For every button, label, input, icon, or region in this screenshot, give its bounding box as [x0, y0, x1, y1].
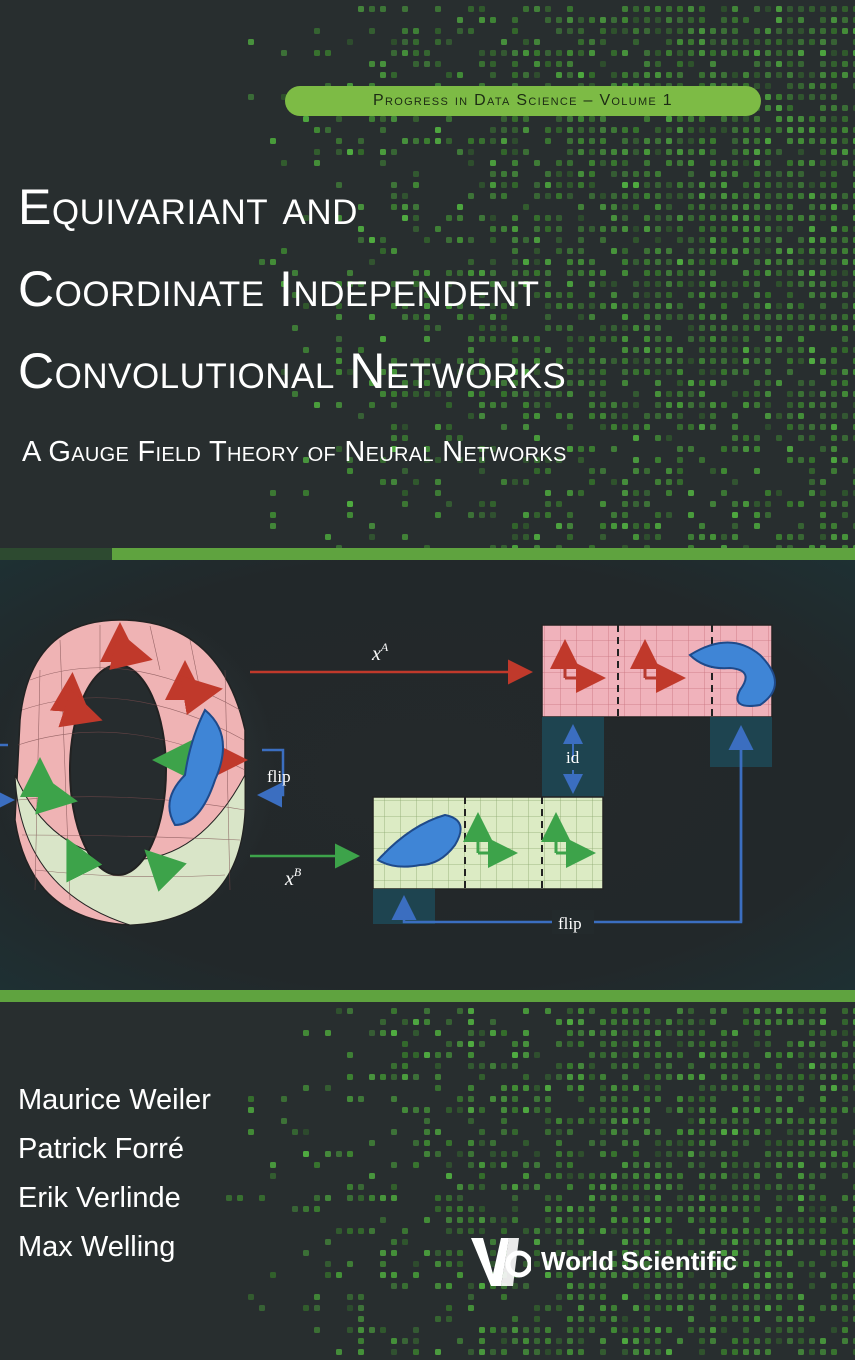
author-list: Maurice Weiler Patrick Forré Erik Verlin… [18, 1080, 211, 1276]
feature-map-a [541, 624, 776, 767]
book-title: Equivariant and Coordinate Independent C… [18, 166, 566, 412]
title-line-1: Equivariant and [18, 179, 358, 235]
author-name: Max Welling [18, 1231, 176, 1263]
divider-top-accent [0, 548, 112, 560]
title-line-2: Coordinate Independent [18, 261, 540, 317]
title-line-3: Convolutional Networks [18, 343, 567, 399]
book-subtitle: A Gauge Field Theory of Neural Networks [22, 436, 567, 468]
feature-map-b [372, 796, 604, 924]
publisher-mark: World Scientific [471, 1236, 771, 1288]
label-xa: xA [371, 640, 389, 665]
ws-logo-icon [471, 1238, 531, 1286]
flip-label-bottom: flip [558, 914, 582, 933]
divider-top [0, 548, 855, 560]
flip-label-left: flip [267, 767, 291, 786]
cover-illustration: flip xA xB [0, 560, 855, 990]
divider-bottom [0, 990, 855, 1002]
author-name: Erik Verlinde [18, 1182, 181, 1214]
label-xb: xB [284, 865, 302, 890]
series-badge: Progress in Data Science – Volume 1 [285, 86, 761, 116]
author-name: Patrick Forré [18, 1133, 184, 1165]
gauge-diagram: flip xA xB [0, 610, 776, 934]
dot-pattern-bottom [226, 1008, 855, 1355]
label-id: id [566, 748, 580, 767]
ring-manifold [0, 610, 285, 930]
publisher-name: World Scientific [541, 1246, 737, 1276]
author-name: Maurice Weiler [18, 1084, 211, 1116]
